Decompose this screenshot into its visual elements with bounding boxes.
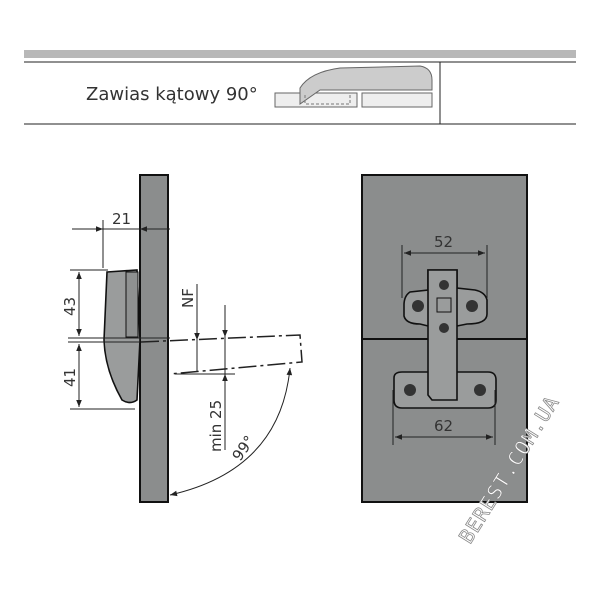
dim-nf-label: NF (179, 288, 197, 308)
header-title: Zawias kątowy 90° (86, 84, 258, 105)
front-view: 52 62 (361, 174, 528, 503)
dim-41-label: 41 (61, 368, 79, 387)
dim-21-label: 21 (112, 210, 131, 228)
header-bar (24, 50, 576, 58)
side-view: 21 43 41 NF min 25 99° (61, 174, 303, 503)
dim-62-label: 62 (434, 417, 453, 435)
dim-min25-label: min 25 (207, 400, 225, 452)
dim-52-label: 52 (434, 233, 453, 251)
dim-43-label: 43 (61, 297, 79, 316)
hinge-arm (427, 269, 458, 401)
angle-label: 99° (229, 432, 259, 464)
hinge-thumbnail (274, 65, 433, 108)
header: Zawias kątowy 90° (24, 50, 576, 125)
